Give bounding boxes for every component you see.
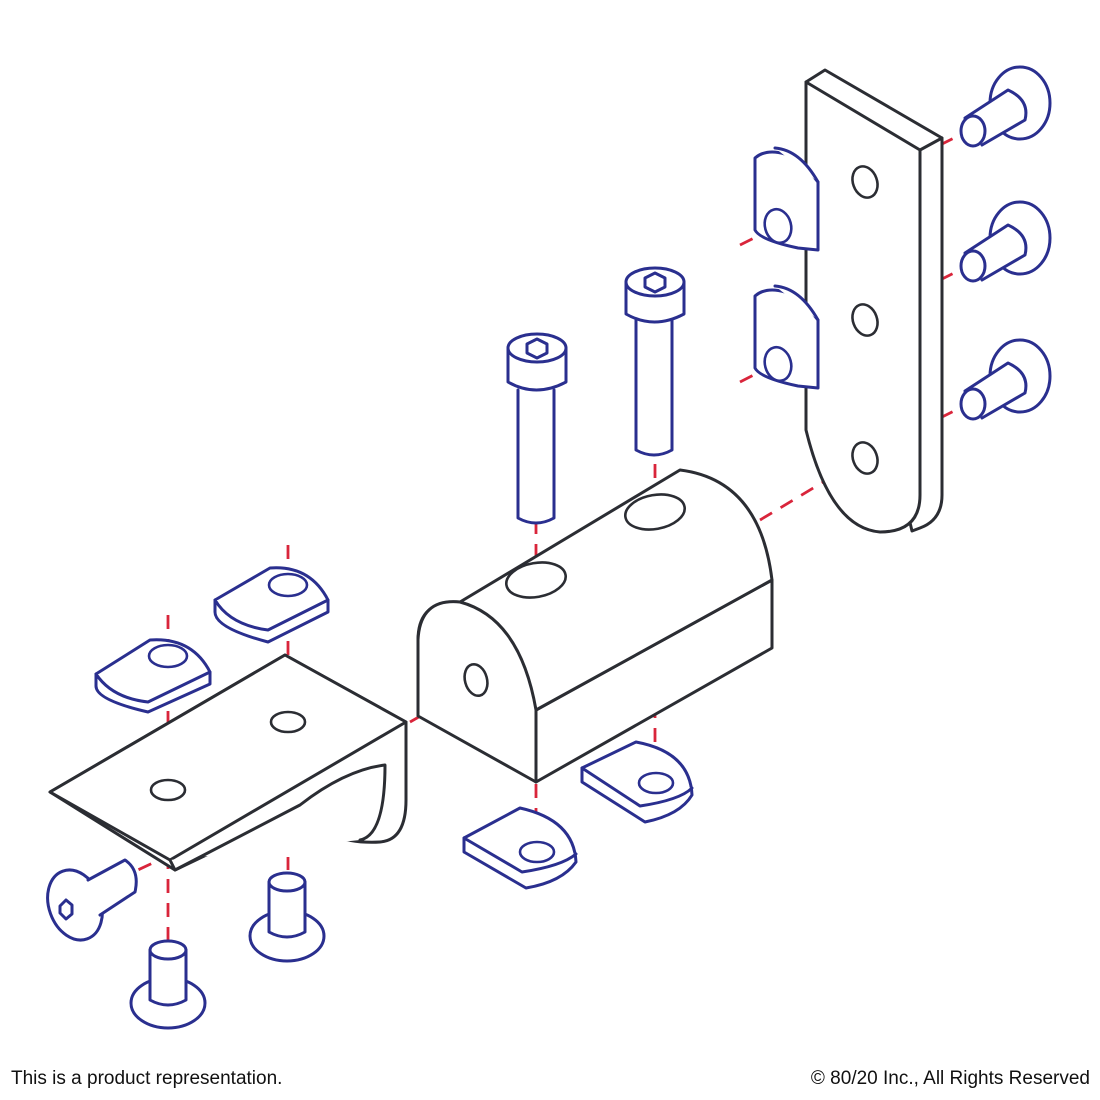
product-disclaimer-text: This is a product representation. bbox=[11, 1068, 283, 1089]
t-nut-plate-lower bbox=[753, 284, 820, 390]
t-nut-block-left bbox=[462, 806, 578, 890]
t-nut-bracket-front bbox=[94, 638, 212, 714]
flanged-screw-bottom-center bbox=[248, 871, 326, 963]
flat-hinge-plate bbox=[804, 68, 944, 534]
button-head-screw-bottom bbox=[959, 338, 1052, 421]
socket-head-cap-screw-2 bbox=[624, 266, 686, 457]
copyright-text: © 80/20 Inc., All Rights Reserved bbox=[810, 1068, 1090, 1089]
t-nut-plate-upper bbox=[753, 146, 820, 252]
flanged-screw-bottom-left bbox=[129, 939, 207, 1030]
angle-bracket-plate bbox=[48, 653, 408, 872]
t-nut-block-right bbox=[580, 740, 694, 824]
button-head-screw-middle bbox=[959, 200, 1052, 283]
t-nut-bracket-back bbox=[213, 566, 330, 644]
button-head-screw-side bbox=[46, 858, 138, 942]
socket-head-cap-screw-1 bbox=[506, 332, 568, 525]
button-head-screw-top bbox=[959, 65, 1052, 148]
exploded-hinge-diagram bbox=[46, 65, 1052, 1030]
hinge-knuckle-block bbox=[416, 468, 774, 784]
